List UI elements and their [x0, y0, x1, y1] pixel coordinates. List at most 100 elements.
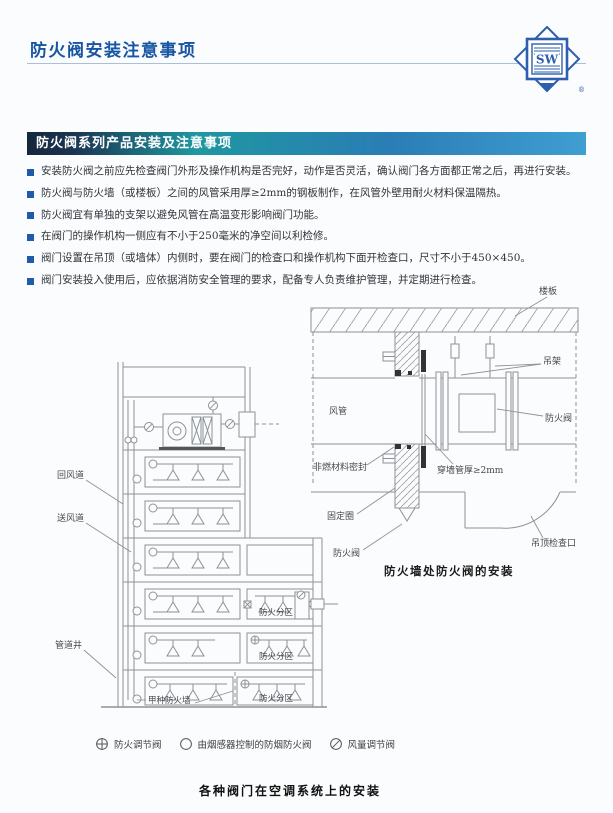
legend-item: 风量调节阀	[329, 737, 396, 751]
wall-outlet	[238, 411, 256, 438]
diffuser-icon	[166, 513, 180, 525]
label-ceiling-access: 吊顶检查口	[531, 537, 576, 549]
circle-icon	[179, 738, 192, 750]
duct-flange	[442, 371, 449, 451]
installation-notes-list: 安装防火阀之前应先检查阀门外形及操作机构是否完好，动作是否灵活，确认阀门各方面都…	[27, 161, 595, 292]
firewall-upper	[394, 331, 420, 377]
logo-text: SW	[536, 53, 559, 67]
diffuser-icon	[186, 689, 200, 701]
diffuser-icon	[216, 513, 230, 525]
diffuser-icon	[191, 557, 205, 569]
diffuser-icon	[191, 601, 205, 613]
smoke-damper-symbol	[148, 591, 158, 601]
diffuser-icon	[276, 601, 290, 613]
diffuser-icon	[216, 557, 230, 569]
right-diagram-caption: 防火墙处防火阀的安装	[384, 564, 514, 578]
smoke-damper-symbol	[148, 635, 158, 645]
diffuser-icon	[163, 689, 177, 701]
diffuser-icon	[166, 601, 180, 613]
smoke-damper-symbol	[148, 503, 158, 513]
access-door-swing	[499, 491, 561, 529]
label-wall-sleeve: 穿墙管厚≥2mm	[437, 464, 504, 476]
diffuser-icon	[297, 645, 311, 657]
air-handling-unit	[124, 397, 279, 450]
floor-rooms	[132, 456, 338, 707]
legend-item: 防火调节阀	[95, 737, 162, 751]
diffuser-icon	[258, 601, 272, 613]
duct-flange	[435, 371, 442, 451]
diffuser-icon	[191, 469, 205, 481]
diffuser-icon	[280, 645, 294, 657]
leader-lines	[356, 296, 548, 551]
circle-cross-icon	[96, 738, 108, 750]
logo-registered-mark: ®	[578, 86, 585, 94]
note-item: 防火阀与防火墙（或楼板）之间的风管采用厚≥2mm的钢板制作，在风管外壁用耐火材料…	[27, 183, 595, 205]
damper-symbol	[130, 436, 138, 444]
diffuser-icon	[191, 645, 205, 657]
damper-symbol	[124, 436, 132, 444]
title-divider	[27, 63, 586, 64]
label-fire-compartment: 防火分区	[259, 607, 294, 618]
note-item: 防火阀宜有单独的支架以避免风管在高温变形影响阀门功能。	[27, 205, 595, 227]
seals-and-actuators	[395, 350, 426, 468]
smoke-damper-symbol	[132, 606, 142, 616]
smoke-damper-symbol	[148, 679, 158, 689]
symbol-legend: 防火调节阀 由烟感器控制的防烟防火阀 风量调节阀	[95, 737, 395, 751]
figure-caption: 各种阀门在空调系统上的安装	[199, 784, 382, 798]
floor-slab	[310, 307, 579, 333]
diffuser-icon	[252, 689, 266, 701]
diffuser-icon	[216, 601, 230, 613]
smoke-damper-symbol	[132, 474, 142, 484]
legend-label: 由烟感器控制的防烟防火阀	[197, 740, 312, 751]
label-supply-air-duct: 送风道	[57, 512, 84, 524]
label-fire-compartment: 防火分区	[259, 693, 294, 704]
label-fire-compartment: 防火分区	[259, 651, 294, 662]
circle-slash-icon	[329, 738, 342, 750]
note-item: 阀门安装投入使用后，应依据消防安全管理的要求，配备专人负责维护管理，并定期进行检…	[27, 270, 595, 292]
filter-section-icon	[202, 416, 213, 445]
note-item: 安装防火阀之前应先检查阀门外形及操作机构是否完好，动作是否灵活，确认阀门各方面都…	[27, 161, 595, 183]
legend-label: 风量调节阀	[347, 740, 396, 751]
label-air-duct: 风管	[329, 405, 347, 417]
sw-logo-icon: SW ®	[513, 25, 585, 94]
page-title: 防火阀安装注意事项	[30, 41, 197, 61]
label-hanger: 吊架	[543, 356, 561, 367]
ahu-base	[159, 447, 225, 450]
filter-section-icon	[191, 416, 202, 445]
diffuser-icon	[288, 689, 302, 701]
diffuser-icon	[216, 469, 230, 481]
label-class-a-firewall: 甲种防火墙	[148, 695, 191, 706]
diffuser-icon	[191, 513, 205, 525]
left-diagram-labels: 回风道 送风道 管道井 甲种防火墙 防火分区 防火分区 防火分区	[55, 469, 294, 706]
diffuser-icon	[166, 557, 180, 569]
company-logo: SW ®	[511, 25, 585, 100]
diffuser-icon	[262, 645, 276, 657]
diffuser-icon	[270, 689, 284, 701]
section-header-bar: 防火阀系列产品安装及注意事项	[27, 132, 586, 155]
label-return-air-duct: 回风道	[57, 469, 84, 481]
label-noncombustible-seal: 非燃材料密封	[313, 461, 367, 473]
firewall-damper-diagram: 楼板 吊架 风管 防火阀 非燃材料密封 穿墙管厚≥2mm 固定圈 防火阀 吊顶检…	[310, 285, 579, 559]
legend-label: 防火调节阀	[114, 740, 162, 751]
duct-flange	[512, 371, 519, 451]
smoke-damper-symbol	[132, 650, 142, 660]
note-item: 阀门设置在吊顶（或墙体）内侧时，要在阀门的检查口和操作机构下面开检查口，尺寸不小…	[27, 248, 595, 270]
note-item: 在阀门的操作机构一侧应有不小于250毫米的净空间以利检修。	[27, 226, 595, 248]
leader-lines	[83, 479, 234, 704]
fan-icon	[167, 421, 187, 441]
smoke-damper-symbol	[132, 518, 142, 528]
smoke-damper-symbol	[148, 459, 158, 469]
legend-item: 由烟感器控制的防烟防火阀	[179, 737, 312, 751]
label-fire-damper: 防火阀	[545, 412, 572, 424]
label-fixing-ring: 固定圈	[327, 510, 354, 522]
diffuser-icon	[166, 469, 180, 481]
fire-damper-body	[458, 393, 496, 433]
smoke-damper-symbol	[132, 562, 142, 572]
firewall-lower	[394, 443, 420, 509]
diffuser-icon	[166, 645, 180, 657]
label-pipe-shaft: 管道井	[55, 639, 82, 651]
building-structure	[101, 362, 327, 708]
ac-system-diagram: 回风道 送风道 管道井 甲种防火墙 防火分区 防火分区 防火分区	[55, 362, 338, 708]
structure	[310, 307, 579, 529]
